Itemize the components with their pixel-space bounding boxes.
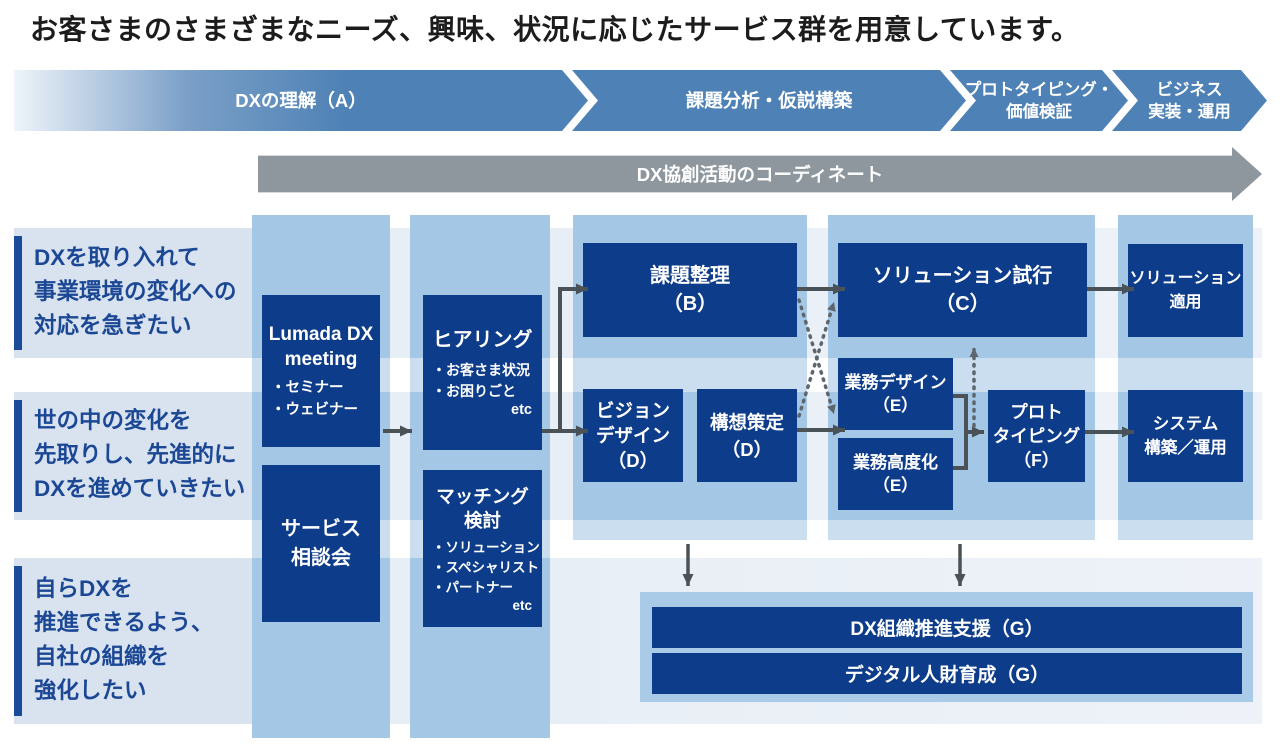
stage-label: DXの理解（A） xyxy=(235,89,367,111)
need-text-1: DXを取り入れて 事業環境の変化への 対応を急ぎたい xyxy=(34,245,237,338)
operation-design-title: 業務デザイン （E） xyxy=(844,373,947,415)
stage-chevron-prototyping: プロトタイピング・ 価値検証 xyxy=(950,70,1128,131)
concept-planning-box: 構想策定 （D） xyxy=(697,389,797,482)
system-build-box: システム 構築／運用 xyxy=(1128,390,1243,482)
operation-advance-title: 業務高度化 （E） xyxy=(853,453,938,495)
vision-design-box: ビジョン デザイン （D） xyxy=(583,389,683,482)
stage-label: 課題分析・仮説構築 xyxy=(685,89,853,111)
hearing-etc: etc xyxy=(511,402,532,418)
need-accent-bar-2 xyxy=(14,400,22,512)
concept-planning-title: 構想策定 （D） xyxy=(709,411,784,460)
coordinate-arrow-label: DX協創活動のコーディネート xyxy=(636,164,884,185)
hearing-box: ヒアリング ・お客さま状況 ・お困りごと etc xyxy=(423,295,542,450)
system-build-title: システム 構築／運用 xyxy=(1144,415,1227,457)
matching-etc: etc xyxy=(512,597,532,613)
dx-org-support-label: DX組織推進支援（G） xyxy=(850,619,1044,640)
stage-label: プロトタイピング・ 価値検証 xyxy=(964,80,1114,121)
digital-talent-label: デジタル人財育成（G） xyxy=(844,665,1050,686)
coordinate-arrow: DX協創活動のコーディネート xyxy=(258,147,1262,201)
need-text-2: 世の中の変化を 先取りし、先進的に DXを進めていきたい xyxy=(34,408,246,501)
stage-chevron-dx-understanding: DXの理解（A） xyxy=(14,70,588,131)
need-accent-bar-1 xyxy=(14,236,22,350)
solution-trial-box: ソリューション試行 （C） xyxy=(838,243,1087,337)
prototyping-title: プロト タイピング （F） xyxy=(992,402,1081,470)
stage-chevron-business-implementation: ビジネス 実装・運用 xyxy=(1112,70,1267,131)
matching-title: マッチング 検討 xyxy=(436,485,529,531)
matching-box: マッチング 検討 ・ソリューション ・スペシャリスト ・パートナー etc xyxy=(423,470,542,627)
lumada-dx-meeting-box: Lumada DX meeting ・セミナー ・ウェビナー xyxy=(262,295,380,447)
page-title: お客さまのさまざまなニーズ、興味、状況に応じたサービス群を用意しています。 xyxy=(30,14,1080,45)
need-accent-bar-3 xyxy=(14,566,22,716)
issue-organize-box: 課題整理 （B） xyxy=(583,243,797,337)
lumada-dx-meeting-bullets: ・セミナー ・ウェビナー xyxy=(271,379,358,418)
prototyping-box: プロト タイピング （F） xyxy=(988,390,1085,482)
row-gap-overlay-1 xyxy=(252,358,1262,392)
vision-design-title: ビジョン デザイン （D） xyxy=(595,400,670,471)
row-gap-overlay-2 xyxy=(252,520,1262,558)
solution-apply-title: ソリューション 適用 xyxy=(1129,269,1242,311)
hearing-title: ヒアリング xyxy=(432,329,533,351)
stage-chevron-issue-analysis: 課題分析・仮説構築 xyxy=(572,70,966,131)
operation-advance-box: 業務高度化 （E） xyxy=(838,438,953,510)
lumada-dx-meeting-title: Lumada DX meeting xyxy=(268,323,374,370)
matching-bullets: ・ソリューション ・スペシャリスト ・パートナー xyxy=(432,539,540,595)
solution-trial-title: ソリューション試行 （C） xyxy=(872,265,1053,315)
operation-design-box: 業務デザイン （E） xyxy=(838,358,953,430)
service-session-box: サービス 相談会 xyxy=(262,465,380,622)
hearing-bullets: ・お客さま状況 ・お困りごと xyxy=(432,362,530,399)
digital-talent-bar: デジタル人財育成（G） xyxy=(652,653,1242,694)
need-text-3: 自らDXを 推進できるよう、 自社の組織を 強化したい xyxy=(34,576,214,703)
dx-org-support-bar: DX組織推進支援（G） xyxy=(652,607,1242,648)
service-session-title: サービス 相談会 xyxy=(281,517,361,569)
solution-apply-box: ソリューション 適用 xyxy=(1128,244,1243,337)
stage-label: ビジネス 実装・運用 xyxy=(1148,80,1231,121)
issue-organize-title: 課題整理 （B） xyxy=(650,265,730,315)
